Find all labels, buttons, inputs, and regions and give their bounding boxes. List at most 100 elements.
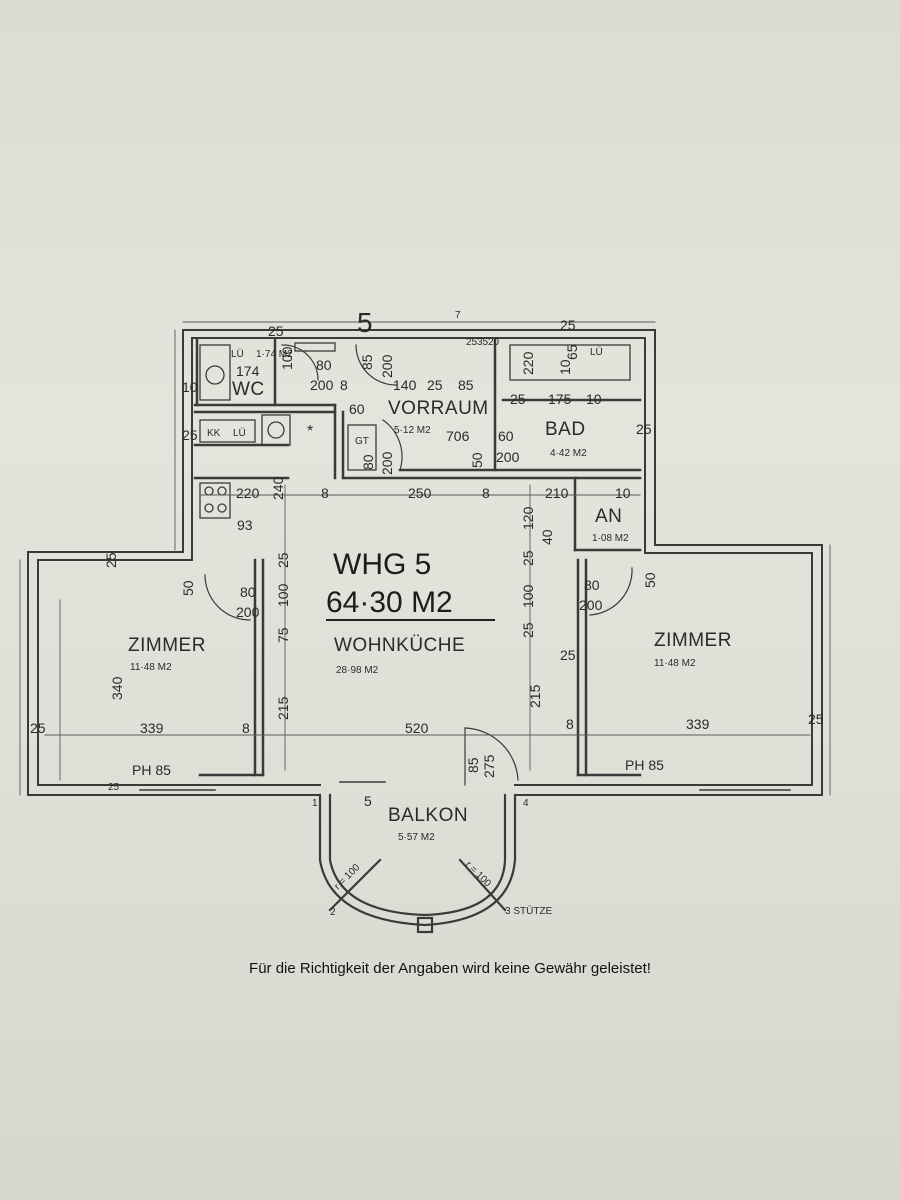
dim-label: r = 100 (463, 859, 493, 889)
dim-label: 25 (30, 720, 46, 736)
room-wc-name: WC (232, 379, 265, 400)
dim-label: 275 (481, 754, 497, 778)
dim-label: 8 (321, 485, 329, 501)
interior-walls (193, 338, 642, 777)
dim-label: 220 (236, 485, 260, 501)
dim-label: 20 (488, 337, 500, 348)
dim-label: 80 (360, 454, 376, 470)
dim-label: 60 (349, 401, 365, 417)
dim-label: 200 (379, 451, 395, 475)
dim-label: 240 (270, 476, 286, 500)
dim-label: 7 (455, 310, 461, 321)
dim-label: 35 (477, 337, 489, 348)
room-zimmer-right-area: 11·48 M2 (654, 658, 696, 669)
dim-label: 175 (548, 391, 572, 407)
room-bad-area: 4·42 M2 (550, 448, 587, 459)
dim-label: 25 (466, 337, 478, 348)
dim-label: 10 (586, 391, 602, 407)
dim-label: 75 (275, 627, 291, 643)
dimension-lines (19, 321, 831, 796)
room-zimmer-left-area: 11·48 M2 (130, 662, 172, 673)
dim-label: 174 (236, 363, 260, 379)
fixture-star: * (307, 423, 313, 440)
dim-label: 140 (393, 377, 417, 393)
dim-label: 8 (340, 377, 348, 393)
dim-label: 706 (446, 428, 470, 444)
dim-label: 25 (520, 622, 536, 638)
room-an-name: AN (595, 506, 622, 527)
dim-label: PH 85 (132, 762, 171, 778)
room-wohnkueche-area: 28·98 M2 (336, 665, 379, 676)
dim-label: 210 (545, 485, 569, 501)
door-swings (204, 344, 633, 786)
dim-label: 25 (275, 552, 291, 568)
dim-label: 120 (520, 506, 536, 530)
fixtures (199, 342, 631, 519)
fixture-gt: GT (355, 436, 369, 447)
dim-label: 200 (379, 354, 395, 378)
dim-label: 40 (539, 529, 555, 545)
room-vorraum-area: 5·12 M2 (394, 425, 431, 436)
room-zimmer-left-name: ZIMMER (128, 635, 206, 656)
dim-label: 100 (279, 346, 295, 370)
dim-label: 200 (579, 597, 603, 613)
dim-label: 60 (498, 428, 514, 444)
dim-label: 340 (109, 676, 125, 700)
unit-title: WHG 5 (333, 548, 431, 581)
dim-label: 85 (465, 757, 481, 773)
dim-label: 50 (642, 572, 658, 588)
dim-label: 100 (520, 584, 536, 608)
dim-label: 220 (520, 351, 536, 375)
dim-label: 25 (636, 421, 652, 437)
room-wc-area: 1·74 M2 (256, 349, 293, 360)
dim-label: 10 (182, 379, 198, 395)
dim-label: 200 (310, 377, 334, 393)
wc-fixture-label: LÜ (231, 348, 244, 360)
plan-labels: 5 WHG 5 64·30 M2 WC 1·74 M2 LÜ VORRAUM 5… (30, 307, 824, 918)
room-bad-name: BAD (545, 419, 586, 440)
dim-label: 215 (275, 696, 291, 720)
dim-label: 80 (240, 584, 256, 600)
dim-label: 2 (330, 907, 336, 918)
dim-label: 250 (408, 485, 432, 501)
room-vorraum-name: VORRAUM (388, 398, 489, 419)
dim-label: 25 (268, 323, 284, 339)
fixture-lu: LÜ (233, 427, 246, 439)
dim-label: 200 (496, 449, 520, 465)
dim-label: PH 85 (625, 757, 664, 773)
dim-label: 5 (364, 793, 372, 809)
fixture-kk: KK (207, 428, 221, 439)
dim-label: 215 (527, 684, 543, 708)
dim-label: 85 (458, 377, 474, 393)
dim-label: 520 (405, 720, 429, 736)
dim-label: 8 (242, 720, 250, 736)
room-wohnkueche-name: WOHNKÜCHE (334, 635, 465, 656)
dim-label: 25 (182, 427, 198, 443)
dim-label: 93 (237, 517, 253, 533)
bad-fixture-label: LÜ (590, 346, 603, 358)
dim-label: 200 (236, 604, 260, 620)
dim-label: 25 (427, 377, 443, 393)
disclaimer-text: Für die Richtigkeit der Angaben wird kei… (249, 960, 651, 977)
dim-label: 80 (584, 577, 600, 593)
dim-label: 25 (808, 711, 824, 727)
dim-label: 8 (566, 716, 574, 732)
dim-label: 10 (557, 359, 573, 375)
dim-label: 339 (686, 716, 710, 732)
dim-label: 10 (615, 485, 631, 501)
room-balkon-area: 5·57 M2 (398, 832, 435, 843)
windows (139, 781, 791, 791)
dim-label: 3 STÜTZE (505, 905, 553, 917)
dim-label: 85 (359, 354, 375, 370)
dim-label: 25 (510, 391, 526, 407)
dim-label: 25 (560, 317, 576, 333)
dim-label: 25 (560, 647, 576, 663)
dim-label: 25 (108, 782, 120, 793)
unit-area: 64·30 M2 (326, 586, 453, 619)
room-balkon-name: BALKON (388, 805, 468, 826)
dim-label: 25 (103, 552, 119, 568)
dim-label: 339 (140, 720, 164, 736)
dim-label: 4 (523, 798, 529, 809)
